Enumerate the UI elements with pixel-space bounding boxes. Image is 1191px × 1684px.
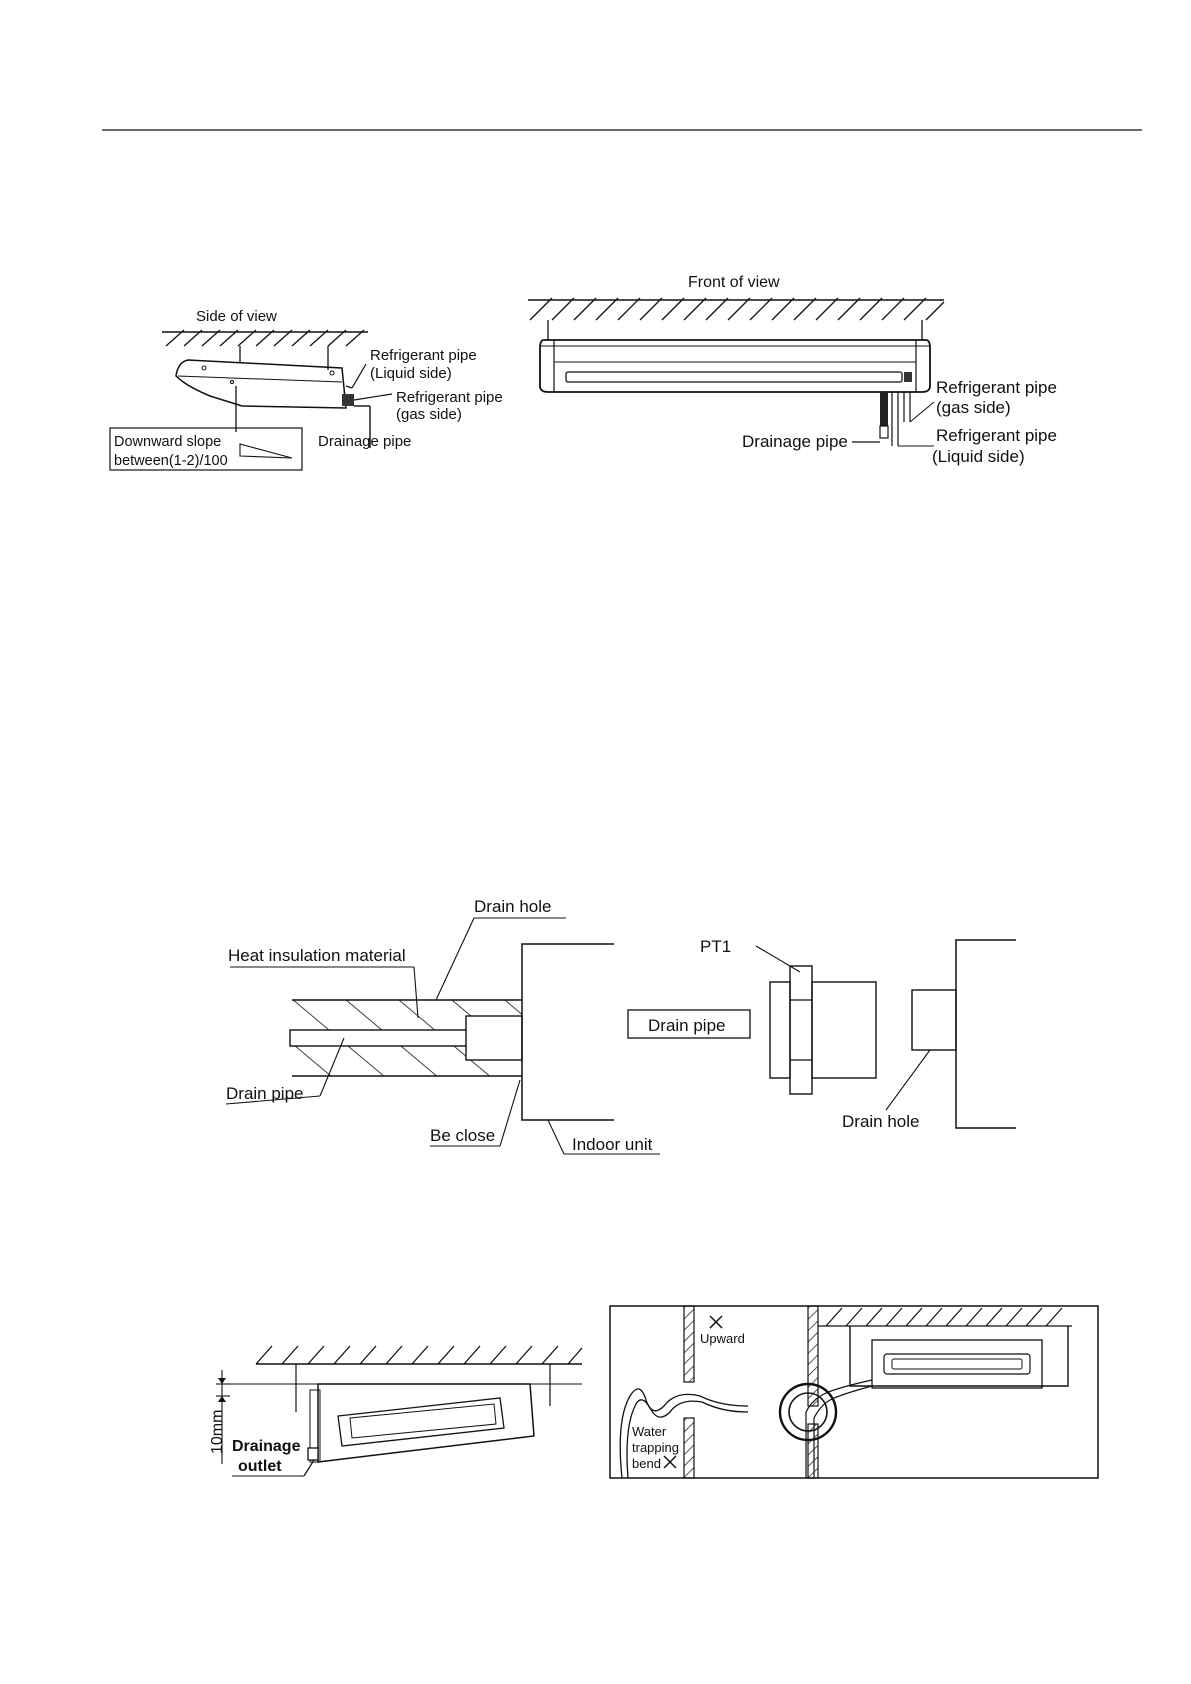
drain-hole-top-label: Drain hole [474,897,552,916]
pt1-label: PT1 [700,937,731,956]
front-view-diagram: Front of view [528,274,1057,466]
wrong-routing-diagram: Upward Water trapping bend [609,1305,1099,1479]
wall-upper-right [807,1305,819,1407]
drain-pipe-left-label: Drain pipe [226,1084,304,1103]
wall-lower-left [683,1417,695,1479]
slope-note-box [109,427,303,471]
front-ref-liquid-label: Refrigerant pipe [936,426,1057,445]
front-view-title: Front of view [688,274,780,291]
upward-label: Upward [700,1331,745,1346]
front-air-outlet [565,371,903,383]
side-view-title: Side of view [196,308,277,325]
slope-note-line1: Downward slope [114,434,221,450]
side-indoor-unit [175,359,347,409]
slope-dimension-label: 10mm [209,1410,226,1454]
side-ref-liquid-side: (Liquid side) [370,365,452,382]
front-ref-gas-side: (gas side) [936,398,1011,417]
slope-ceiling-hatch [255,1345,583,1365]
upward-cross-icon [709,1315,723,1329]
pipe-loop-circle [778,1382,838,1442]
wall-upper-left [683,1305,695,1383]
side-drainage-pipe-label: Drainage pipe [318,433,411,450]
slope-indoor-unit [317,1383,535,1463]
front-ref-liquid-side: (Liquid side) [932,447,1025,466]
side-ref-liquid-label: Refrigerant pipe [370,347,477,364]
water-trap-cross-icon [663,1455,677,1469]
drain-pipe-box-label: Drain pipe [648,1016,726,1035]
front-drainage-pipe-label: Drainage pipe [742,432,848,451]
pt1-nut [789,965,813,1095]
drainage-outlet-line2: outlet [238,1458,282,1475]
routing-indoor-unit [871,1339,1043,1389]
drain-pipe-core [289,1029,469,1047]
water-trap-label-2: trapping [632,1440,679,1455]
front-ceiling-hatch [529,297,945,321]
front-indoor-unit [539,339,931,393]
slope-mounting-diagram: 10mm Drainage outlet [209,1345,583,1477]
drain-hole-stub [911,989,957,1051]
heat-insulation-label: Heat insulation material [228,946,406,965]
side-ref-gas-label: Refrigerant pipe [396,389,503,406]
side-view-diagram: Side of view Refrigerant pipe (Liqu [109,308,503,471]
drain-hole-right-label: Drain hole [842,1112,920,1131]
drain-connection-diagram: Drain hole Heat insulation material Drai… [225,897,1016,1155]
wall-lower-right [807,1423,819,1479]
slope-note-line2: between(1-2)/100 [114,453,228,469]
side-ceiling-hatch [165,329,365,347]
be-close-label: Be close [430,1126,495,1145]
drainage-outlet-line1: Drainage [232,1438,301,1455]
water-trap-label-1: Water [632,1424,667,1439]
side-ref-gas-side: (gas side) [396,406,462,423]
drain-fitting [465,1015,523,1061]
front-ref-gas-label: Refrigerant pipe [936,378,1057,397]
indoor-unit-wall [521,943,614,1121]
indoor-unit-label: Indoor unit [572,1135,653,1154]
drain-pipe-box [627,1009,751,1039]
slope-wedge [239,443,293,459]
water-trap-label-3: bend [632,1456,661,1471]
